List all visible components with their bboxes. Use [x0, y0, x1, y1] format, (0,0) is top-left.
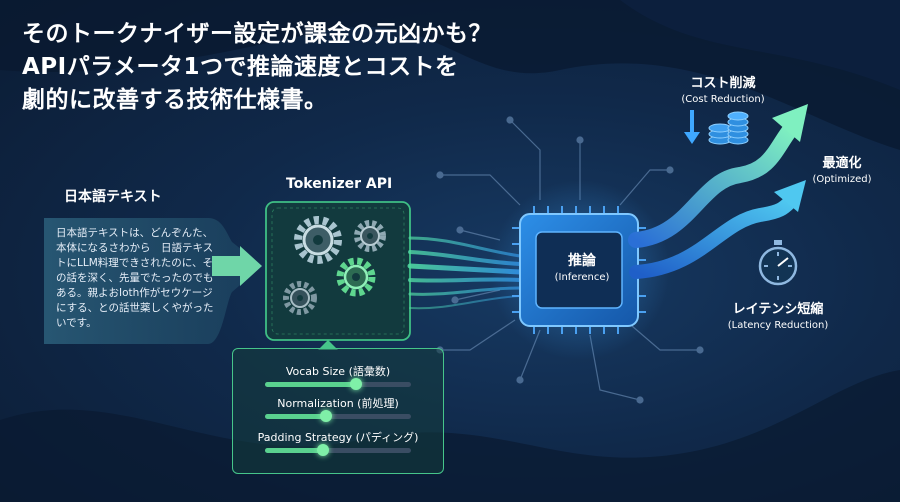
gear-icon — [354, 220, 386, 252]
gear-icon — [336, 257, 376, 297]
cost-subtitle: (Cost Reduction) — [681, 94, 765, 105]
latency-reduction-label: レイテンシ短縮 (Latency Reduction) — [716, 298, 840, 331]
input-arrow-panel — [44, 218, 262, 344]
slider-knob[interactable] — [320, 410, 333, 422]
padding-strategy-slider[interactable] — [265, 444, 411, 456]
optimized-label: 最適化 (Optimized) — [800, 152, 884, 185]
headline: そのトークナイザー設定が課金の元凶かも？ APIパラメータ1つで推論速度とコスト… — [22, 18, 492, 117]
param-label-vocab-size: Vocab Size (語彙数) — [285, 365, 391, 378]
cost-reduction-label: コスト削減 (Cost Reduction) — [668, 72, 778, 105]
headline-line-3: 劇的に改善する技術仕様書。 — [22, 87, 328, 113]
trend-arrow-icon — [629, 180, 806, 279]
trend-arrow-icon — [628, 104, 808, 248]
input-arrow-icon — [212, 246, 262, 286]
param-label-normalization: Normalization (前処理) — [277, 397, 399, 410]
input-text-panel: 日本語テキスト 日本語テキストは、どんぞんた、本体になるさわから 日語テキストに… — [50, 186, 230, 331]
chip-icon — [490, 180, 670, 360]
stopwatch-icon — [758, 240, 798, 286]
tokenizer-params-panel: Vocab Size (語彙数) Normalization (前処理) Pad… — [232, 348, 444, 474]
optimized-title: 最適化 — [822, 156, 862, 171]
latency-title: レイテンシ短縮 — [732, 302, 824, 317]
down-arrow-icon — [684, 110, 700, 144]
latency-subtitle: (Latency Reduction) — [727, 320, 829, 331]
tokenizer-title: Tokenizer API — [286, 176, 393, 192]
panel-connector — [318, 340, 338, 350]
inference-title: 推論 — [568, 253, 596, 269]
headline-line-1: そのトークナイザー設定が課金の元凶かも？ — [22, 21, 492, 47]
gear-icon — [283, 281, 317, 315]
slider-fill — [265, 414, 327, 419]
normalization-slider[interactable] — [265, 410, 411, 422]
coin-stack-icon — [708, 111, 749, 145]
input-body: 日本語テキストは、どんぞんた、本体になるさわから 日語テキストにLLM料理できさ… — [56, 227, 214, 329]
cost-title: コスト削減 — [690, 76, 756, 91]
slider-fill — [265, 448, 324, 453]
optimized-subtitle: (Optimized) — [812, 174, 872, 185]
headline-line-2: APIパラメータ1つで推論速度とコストを — [22, 54, 459, 80]
input-title: 日本語テキスト — [64, 189, 162, 205]
param-label-padding-strategy: Padding Strategy (パディング) — [257, 431, 419, 444]
slider-knob[interactable] — [317, 444, 330, 456]
vocab-size-slider[interactable] — [265, 378, 411, 390]
gear-icon — [294, 216, 342, 264]
slider-fill — [265, 382, 356, 387]
inference-label: 推論 (Inference) — [542, 250, 622, 283]
slider-knob[interactable] — [349, 378, 362, 390]
inference-subtitle: (Inference) — [554, 272, 610, 283]
